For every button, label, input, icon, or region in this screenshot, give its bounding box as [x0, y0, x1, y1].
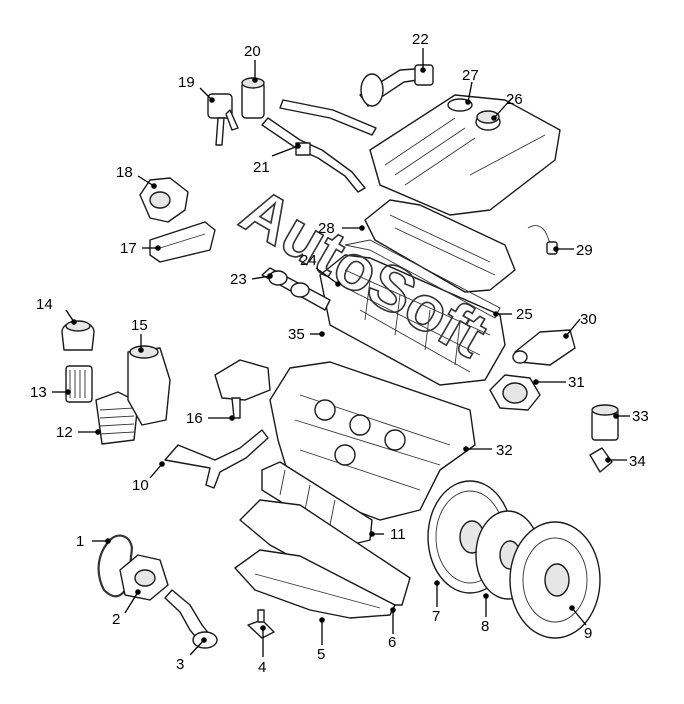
- engine-mount-bracket: [149, 221, 216, 263]
- coolant-filter: [591, 404, 619, 441]
- callout-15: 15: [131, 317, 148, 334]
- callout-14: 14: [36, 296, 53, 313]
- engine-mount-upper: [139, 177, 189, 223]
- callout-29: 29: [576, 242, 593, 259]
- oil-filter-element: [65, 365, 93, 403]
- callout-5: 5: [317, 646, 325, 663]
- leader-dots: [65, 67, 619, 643]
- cylinder-head-cover: [364, 199, 516, 293]
- callout-1: 1: [76, 533, 84, 550]
- oil-cooler: [95, 391, 139, 445]
- callout-30: 30: [580, 311, 597, 328]
- callout-20: 20: [244, 43, 261, 60]
- callout-9: 9: [584, 625, 592, 642]
- thermostat-housing: [512, 329, 576, 366]
- oil-filter-cap: [61, 320, 95, 351]
- callout-23: 23: [230, 271, 247, 288]
- coolant-pipe: [164, 429, 269, 489]
- fuel-filter: [241, 77, 265, 119]
- callout-3: 3: [176, 656, 184, 673]
- callout-2: 2: [112, 611, 120, 628]
- cylinder-block: [269, 361, 476, 521]
- filter-bracket: [589, 447, 613, 473]
- cylinder-head: [319, 254, 506, 386]
- callout-35: 35: [288, 326, 305, 343]
- callout-7: 7: [432, 608, 440, 625]
- oil-filler-cap: [475, 110, 501, 131]
- callout-31: 31: [568, 374, 585, 391]
- oil-filter-housing: [127, 345, 171, 426]
- oil-pump: [119, 554, 169, 601]
- water-pump: [214, 359, 271, 419]
- oil-pan: [234, 549, 396, 619]
- camshaft: [261, 267, 331, 311]
- callout-19: 19: [178, 74, 195, 91]
- callout-12: 12: [56, 424, 73, 441]
- callout-28: 28: [318, 220, 335, 237]
- callout-24: 24: [300, 252, 317, 269]
- sensor-wire: [527, 225, 558, 255]
- callout-13: 13: [30, 384, 47, 401]
- callout-33: 33: [632, 408, 649, 425]
- callout-25: 25: [516, 306, 533, 323]
- drive-belt: [97, 534, 134, 598]
- crankshaft: [261, 461, 373, 546]
- callout-11: 11: [390, 526, 406, 543]
- callout-22: 22: [412, 31, 429, 48]
- callout-26: 26: [506, 91, 523, 108]
- breather-hose: [279, 64, 434, 136]
- callout-10: 10: [132, 477, 149, 494]
- callout-4: 4: [258, 659, 266, 676]
- callout-8: 8: [481, 618, 489, 635]
- vacuum-pump: [489, 374, 541, 411]
- callout-17: 17: [120, 240, 137, 257]
- callout-6: 6: [388, 634, 396, 651]
- drain-plug: [247, 609, 275, 639]
- callout-18: 18: [116, 164, 133, 181]
- oil-pickup-tube: [164, 589, 218, 649]
- callout-27: 27: [462, 67, 479, 84]
- callout-labels: 1 2 3 4 5 6 7 8 9 10 11 12 13 14 15 16 1…: [30, 31, 649, 676]
- pressure-plate: [509, 521, 601, 639]
- callout-16: 16: [186, 410, 203, 427]
- callout-21: 21: [253, 159, 270, 176]
- callout-32: 32: [496, 442, 513, 459]
- callout-34: 34: [629, 453, 646, 470]
- engine-cover: [369, 94, 561, 216]
